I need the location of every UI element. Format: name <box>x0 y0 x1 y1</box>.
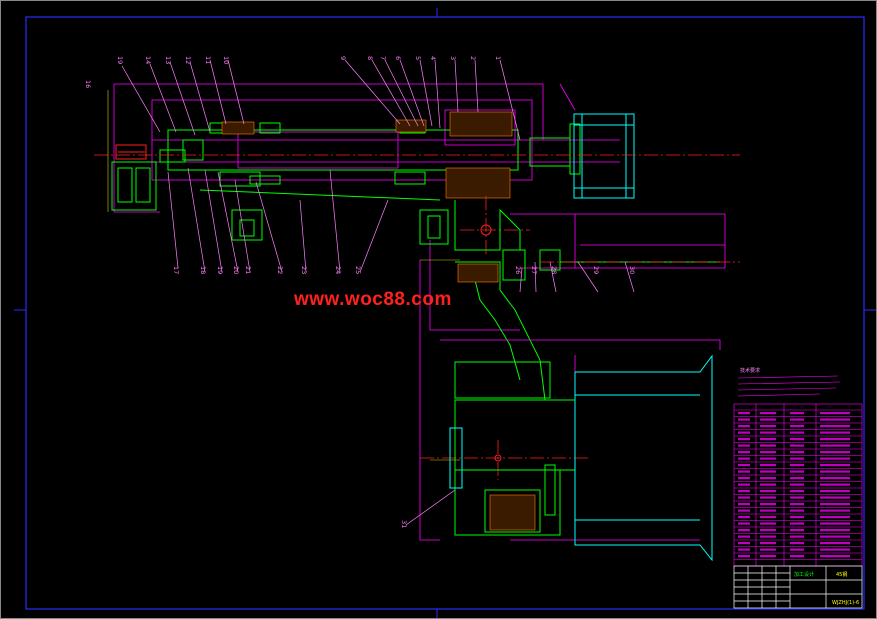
spindle-assembly <box>94 83 740 562</box>
watermark-text: www.woc88.com <box>294 289 452 310</box>
part-balloon: 12 <box>184 56 192 64</box>
part-balloon: 30 <box>628 266 636 274</box>
part-balloon: 24 <box>334 266 342 274</box>
part-balloon: 1 <box>494 56 502 60</box>
part-balloon: 6 <box>394 56 402 60</box>
title-block-code: WJZHJ(1)-6 <box>832 600 859 606</box>
part-balloon: 11 <box>204 56 212 64</box>
drawing-frame <box>25 16 865 610</box>
part-balloon: 14 <box>144 56 152 64</box>
notes-title: 技术要求 <box>740 367 760 374</box>
part-balloon: 8 <box>366 56 374 60</box>
part-balloon: 22 <box>276 266 284 274</box>
balloons-bottom: 17 18 19 20 21 22 23 24 25 26 27 28 29 30 31 <box>172 266 636 528</box>
part-balloon: 19 <box>116 56 124 64</box>
part-balloon: 20 <box>232 266 240 274</box>
part-balloon: 2 <box>469 56 477 60</box>
part-balloon: 27 <box>530 266 538 274</box>
part-balloon: 4 <box>429 56 437 60</box>
leader-lines <box>121 59 635 526</box>
part-balloon: 19 <box>216 266 224 274</box>
title-block-material: 45钢 <box>836 571 847 578</box>
title-block-name: 加工设计 <box>794 571 814 578</box>
part-balloon: 7 <box>379 56 387 60</box>
part-balloon: 29 <box>592 266 600 274</box>
part-balloon: 28 <box>550 266 558 274</box>
technical-notes <box>737 375 841 397</box>
part-balloon: 10 <box>222 56 230 64</box>
part-balloon: 18 <box>199 266 207 274</box>
part-balloon: 3 <box>449 56 457 60</box>
part-balloon: 25 <box>354 266 362 274</box>
part-balloon: 17 <box>172 266 180 274</box>
part-balloon: 23 <box>300 266 308 274</box>
part-balloon: 5 <box>414 56 422 60</box>
parts-list-cells <box>738 412 850 558</box>
part-balloon: 13 <box>164 56 172 64</box>
part-balloon: 31 <box>400 520 408 528</box>
part-balloon: 21 <box>244 266 252 274</box>
parts-list-table <box>733 403 863 567</box>
title-block <box>733 565 863 609</box>
part-balloon: 16 <box>84 80 92 88</box>
balloons-top: 19 14 13 12 11 10 9 8 7 6 5 4 3 2 1 16 <box>84 56 502 88</box>
frame-ticks <box>14 8 876 618</box>
part-balloon: 9 <box>339 56 347 60</box>
part-balloon: 26 <box>514 266 522 274</box>
